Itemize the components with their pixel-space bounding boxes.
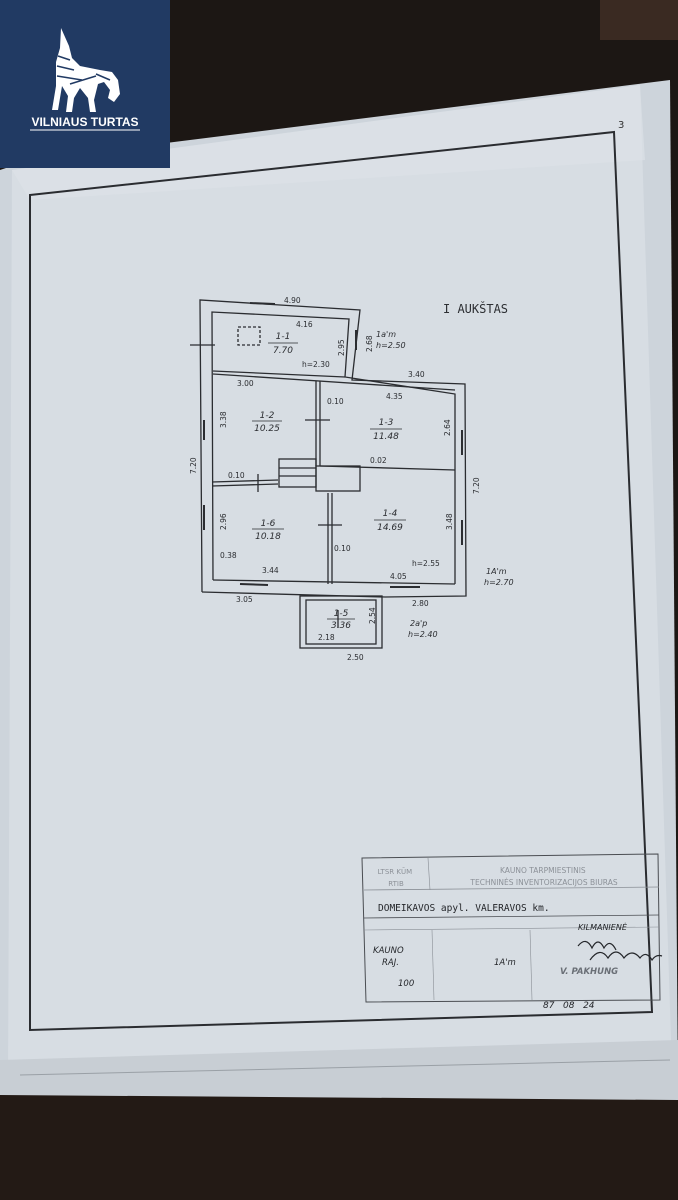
dimension-label: h=2.30	[302, 360, 330, 369]
stamp-right-header-line1: KAUNO TARPMIESTINIS	[500, 866, 586, 875]
dimension-label: 4.90	[284, 296, 301, 305]
room-area: 7.70	[273, 346, 293, 356]
stamp-scale: 100	[398, 979, 414, 989]
porch-height: h=2.40	[408, 630, 438, 639]
dimension-label: 2.95	[337, 339, 346, 356]
room-area: 11.48	[373, 432, 399, 442]
dimension-label: 3.44	[262, 566, 279, 575]
floor-title: I AUKŠTAS	[443, 301, 508, 316]
title-block: LTSR KŪM RTIB KAUNO TARPMIESTINIS TECHNI…	[361, 853, 663, 1011]
dimension-label: h=2.55	[412, 559, 440, 568]
floor-plan	[190, 299, 467, 649]
dimension-label: 2.54	[368, 607, 377, 624]
stamp-left-header-line1: LTSR KŪM	[378, 867, 413, 876]
stamp-building: 1A'm	[494, 958, 516, 968]
stamp-person1: KILMANIENĖ	[578, 922, 628, 932]
stamp-left-header: LTSR KŪM RTIB	[378, 867, 415, 888]
page-number: 3	[618, 120, 624, 131]
stamp-person2: V. PAKHUNG	[560, 967, 618, 977]
dimension-label: 0.10	[334, 544, 351, 553]
stamp-date: 87 08 24	[543, 1001, 595, 1011]
dimension-label: 3.40	[408, 370, 425, 379]
stamp-left-header-line2: RTIB	[388, 880, 404, 888]
main-height: h=2.70	[484, 578, 514, 587]
dimension-label: 7.20	[189, 457, 198, 474]
dimension-label: 4.16	[296, 320, 313, 329]
dimension-label: 2.64	[443, 419, 452, 436]
dimension-label: 4.05	[390, 572, 407, 581]
dimension-label: 3.38	[219, 411, 228, 428]
room-area: 14.69	[377, 523, 403, 533]
dimension-label: 0.10	[327, 397, 344, 406]
wolf-logo-icon	[52, 28, 120, 112]
stamp-location: DOMEIKAVOS apyl. VALERAVOS km.	[378, 903, 550, 914]
dimension-label: 3.05	[236, 595, 253, 604]
dimension-label: 2.68	[365, 335, 374, 352]
main-mark: 1A'm	[486, 567, 507, 576]
dimension-label: 7.20	[472, 477, 481, 494]
stamp-right-header-line2: TECHNINĖS INVENTORIZACIJOS BIURAS	[469, 878, 617, 887]
room-code: 1-6	[261, 519, 276, 529]
room-code: 1-3	[379, 418, 394, 428]
room-area: 10.25	[254, 424, 280, 434]
stamp-right-header: KAUNO TARPMIESTINIS TECHNINĖS INVENTORIZ…	[469, 866, 617, 887]
signature	[577, 940, 663, 962]
dimension-label: 2.18	[318, 633, 335, 642]
room-code: 1-4	[383, 509, 398, 519]
dimension-label: 2.50	[347, 653, 364, 662]
dimension-label: 3.48	[445, 513, 454, 530]
porch-mark: 2a'p	[410, 619, 427, 628]
drawing-frame	[29, 130, 654, 1032]
dimension-label: 0.10	[228, 471, 245, 480]
room-area: 3.36	[331, 621, 351, 631]
stamp-region: KAUNO RAJ.	[373, 946, 406, 968]
logo-text: VILNIAUS TURTAS	[31, 115, 138, 129]
annex-mark: 1a'm	[376, 330, 396, 339]
room-code: 1-2	[260, 411, 275, 421]
dimension-label: 3.00	[237, 379, 254, 388]
room-code: 1-5	[334, 609, 349, 619]
room-code: 1-1	[276, 332, 291, 342]
dimension-label: 4.35	[386, 392, 403, 401]
room-area: 10.18	[255, 532, 281, 542]
dimension-label: 2.96	[219, 513, 228, 530]
dimension-label: 0.02	[370, 456, 387, 465]
dimension-label: 2.80	[412, 599, 429, 608]
paper-sheet	[8, 85, 672, 1085]
dimension-label: 0.38	[220, 551, 237, 560]
annex-height: h=2.50	[376, 341, 406, 350]
